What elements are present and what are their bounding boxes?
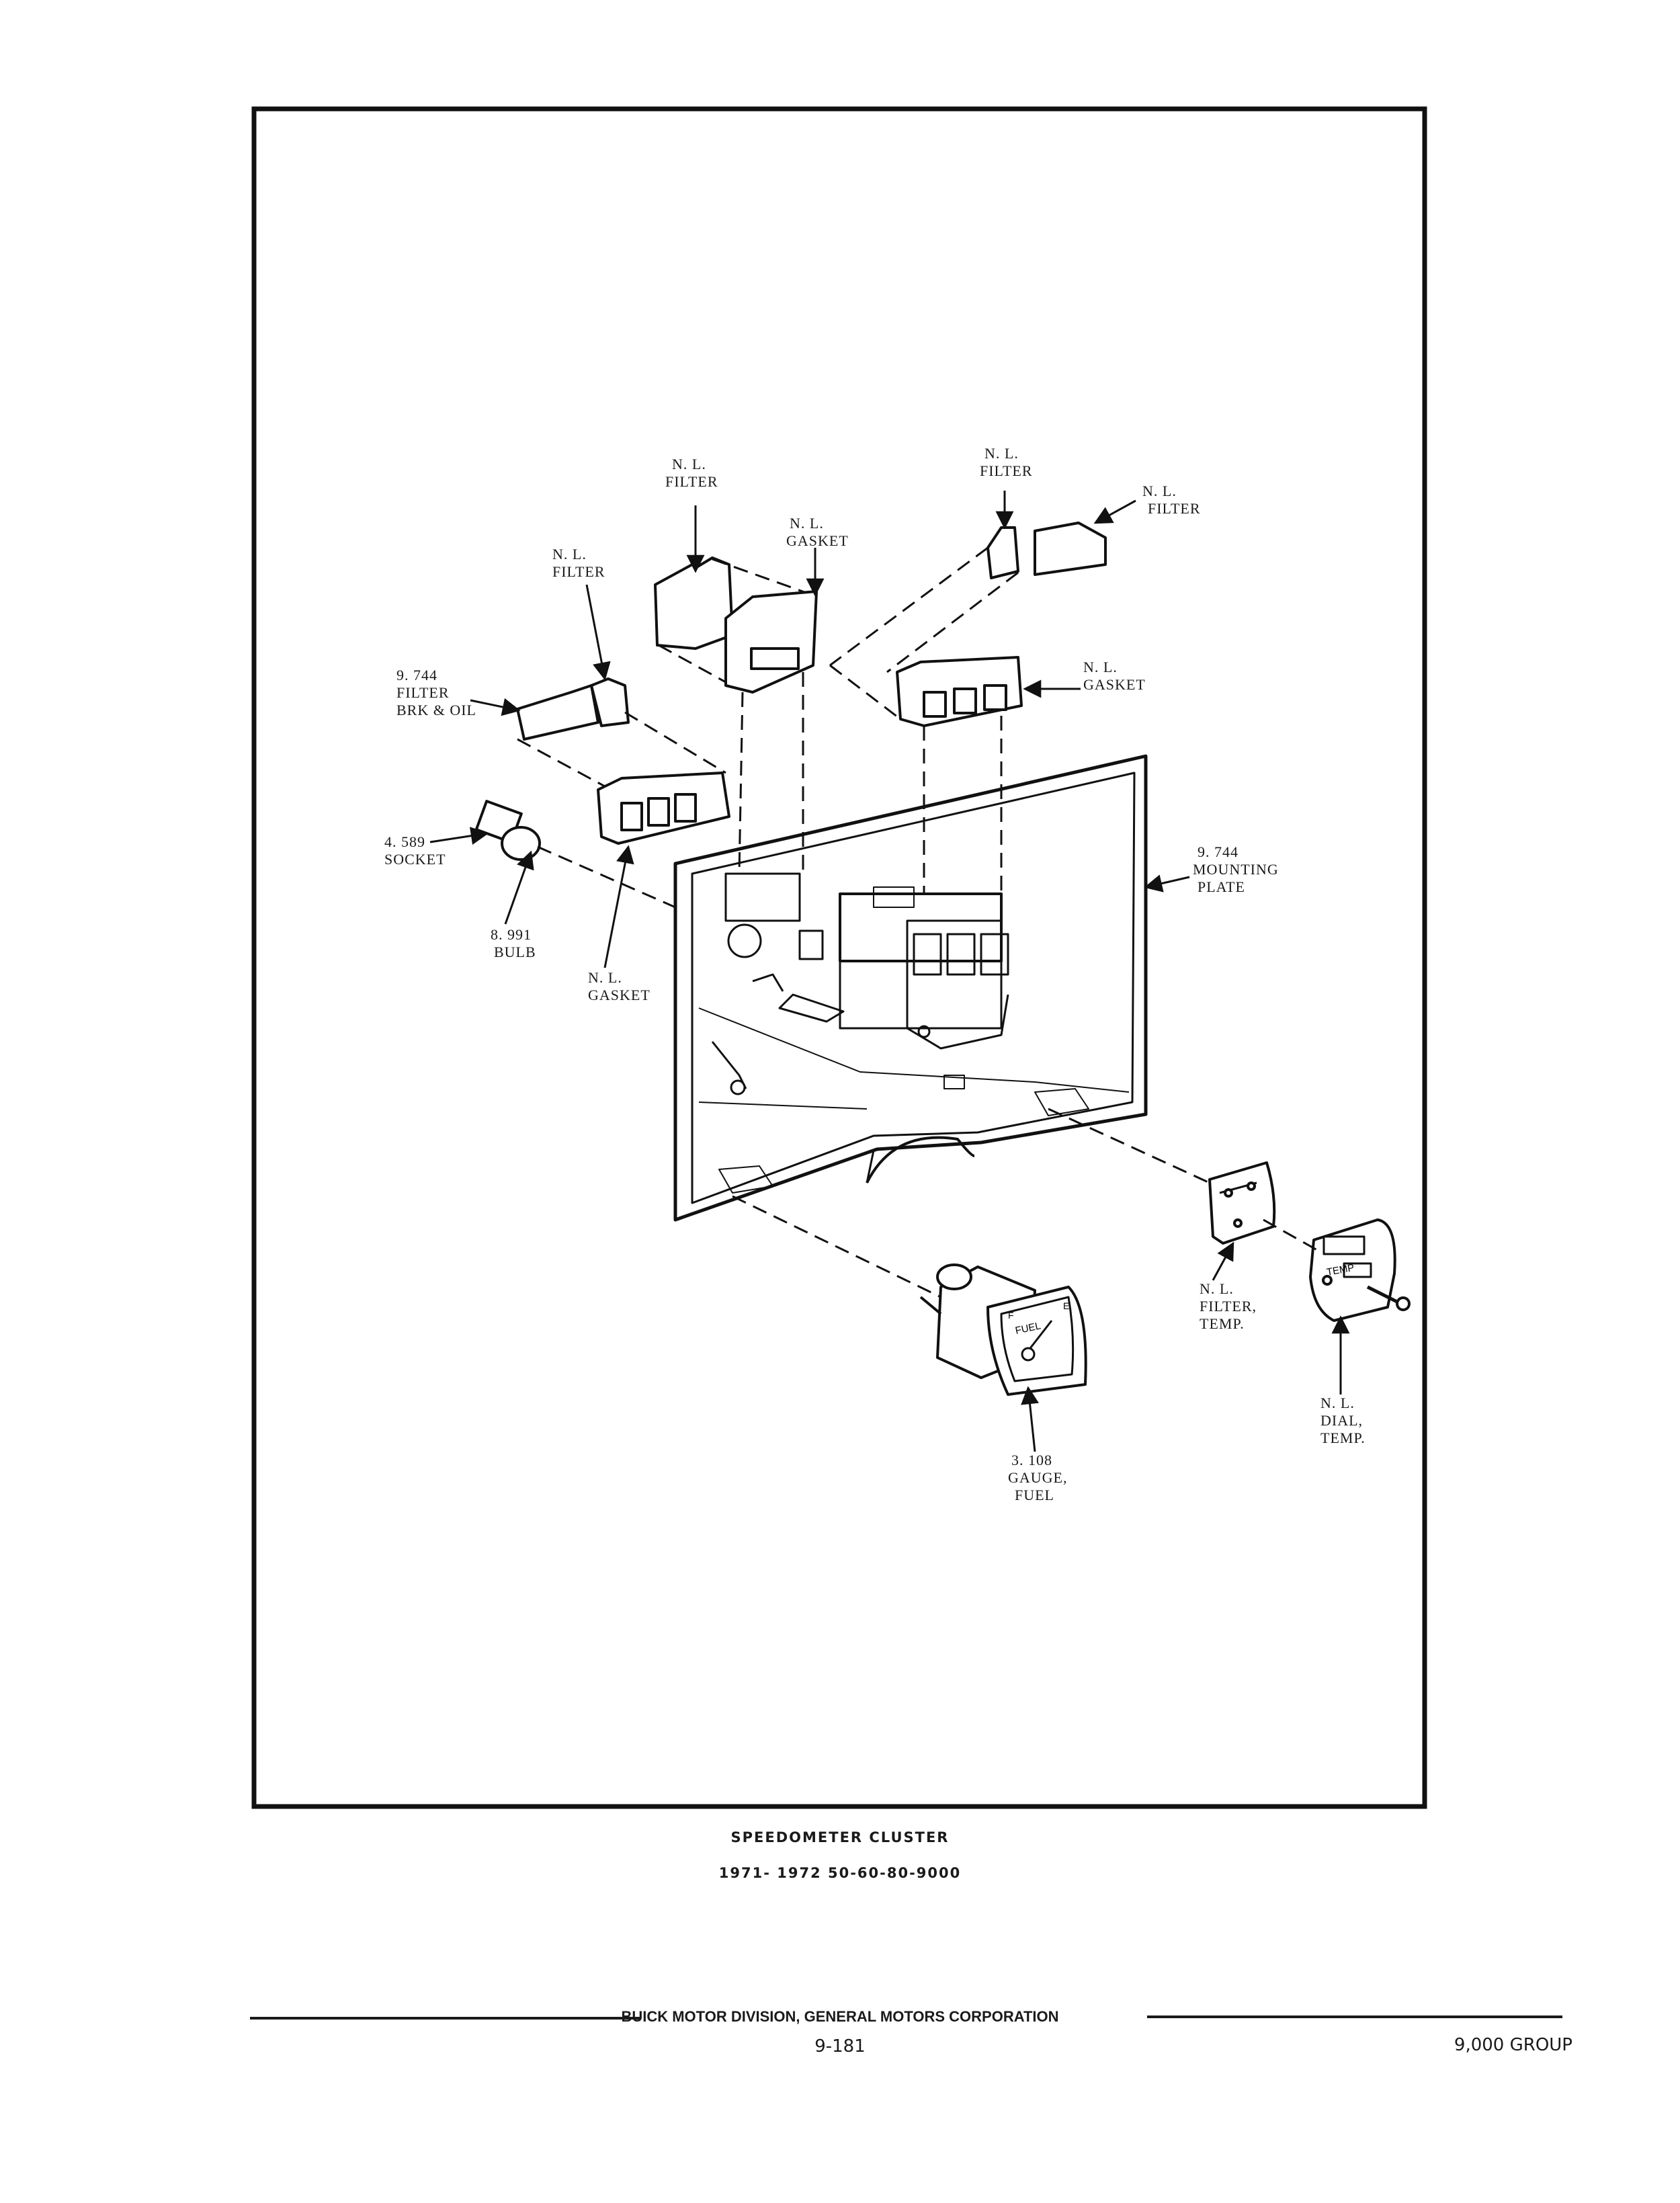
figure-frame xyxy=(251,106,1427,1809)
footer-rule-right xyxy=(1147,2015,1562,2018)
footer-rule-left xyxy=(250,2017,640,2020)
footer-page-number: 9-181 xyxy=(814,2036,866,2056)
leader-lines xyxy=(429,491,1350,1452)
fuel-dial-f: F xyxy=(1008,1310,1014,1321)
callout-nl-filter-top-left: N. L.FILTER xyxy=(665,456,718,490)
part-labels: N. L.FILTER N. L.GASKET N. L.FILTER N. L… xyxy=(384,445,1366,1503)
assembly-lines xyxy=(517,546,1318,1298)
lower-parts-drawing xyxy=(919,1161,1411,1396)
figure-caption-subtitle: 1971- 1972 50-60-80-9000 xyxy=(718,1865,962,1881)
fuel-dial-e: E xyxy=(1063,1300,1069,1311)
footer-division: BUICK MOTOR DIVISION, GENERAL MOTORS COR… xyxy=(621,2008,1059,2025)
callout-nl-filter-left: N. L.FILTER xyxy=(552,546,605,580)
callout-dial-temp: N. L.DIAL,TEMP. xyxy=(1320,1395,1366,1446)
figure-caption-title: SPEEDOMETER CLUSTER xyxy=(730,1829,950,1845)
callout-filter-temp: N. L.FILTER,TEMP. xyxy=(1200,1280,1257,1332)
callout-nl-gasket-left: N. L.GASKET xyxy=(588,969,650,1003)
callout-nl-gasket-right: N. L.GASKET xyxy=(1083,659,1146,693)
callout-nl-filter-top-right-b: N. L.FILTER xyxy=(1142,483,1201,517)
footer-group: 9,000 GROUP xyxy=(1454,2035,1572,2055)
callout-nl-filter-top-right-a: N. L.FILTER xyxy=(980,445,1033,479)
temp-dial-text: TEMP xyxy=(1326,1262,1355,1278)
callout-nl-gasket-top: N. L.GASKET xyxy=(786,515,849,549)
mounting-plate-drawing xyxy=(673,754,1148,1222)
